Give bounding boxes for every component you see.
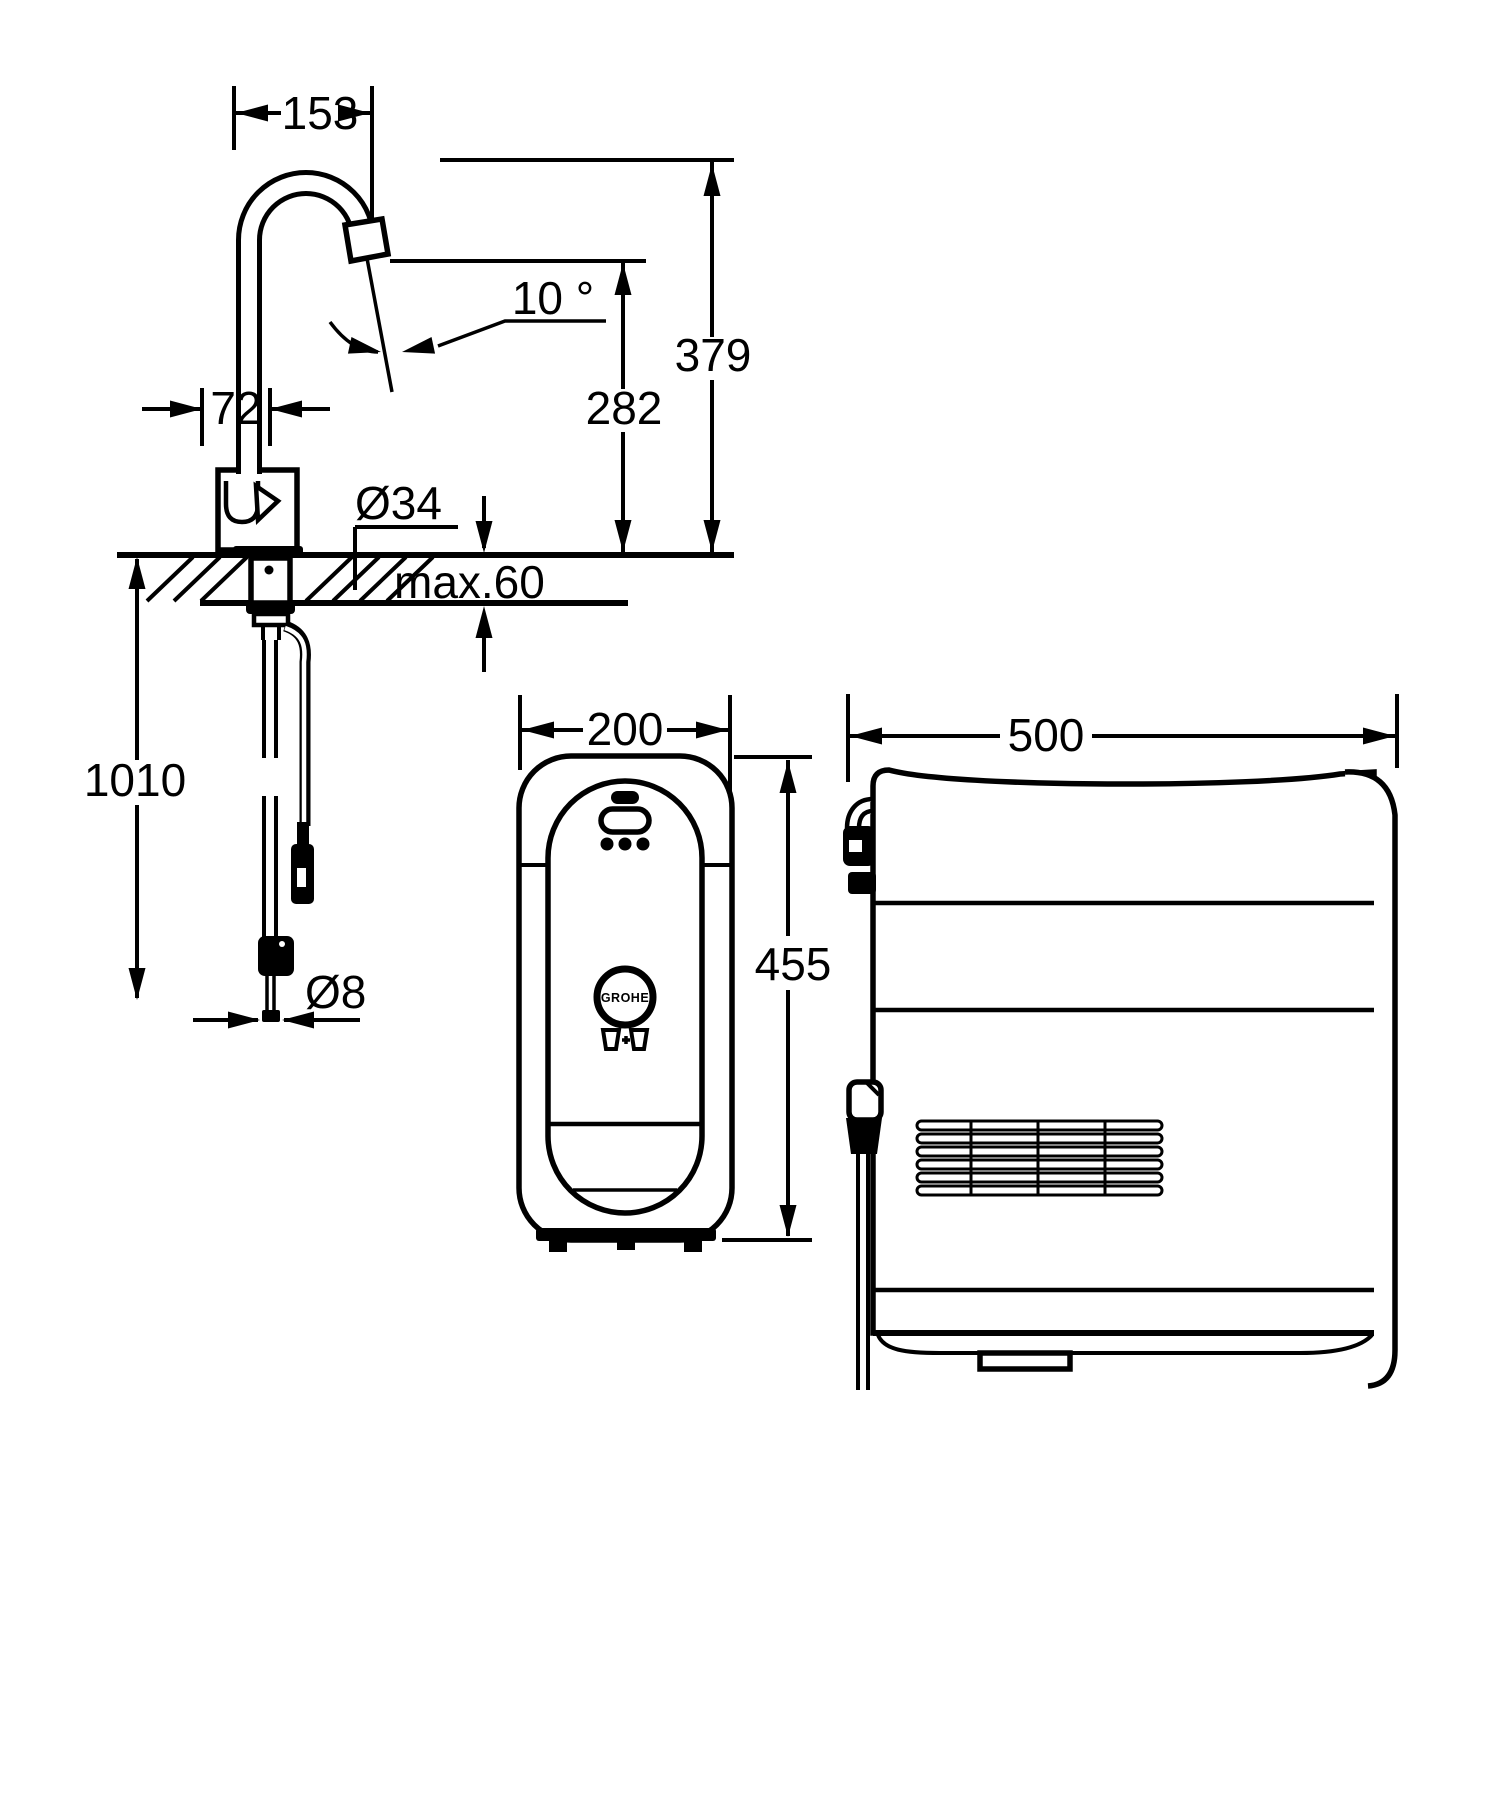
shank-end: [251, 611, 291, 628]
dim-hose-length: 1010: [84, 754, 186, 806]
hose-end-tip: [262, 1010, 280, 1022]
faucet-lever-icon: [223, 481, 261, 525]
dim-spout-reach: 153: [282, 87, 359, 139]
faucet-spout-core: [241, 175, 371, 476]
control-button-icon: [598, 806, 652, 835]
faucet-aerator: [341, 215, 392, 265]
dim-cooler-width: 200: [587, 703, 664, 755]
hose-plug-neck: [297, 822, 309, 848]
front-foot-right: [684, 1241, 702, 1252]
ventilation-grille-icon: [915, 1119, 1164, 1197]
dim-hose-diameter: Ø8: [305, 966, 366, 1018]
dim-cooler-depth: 500: [1008, 709, 1085, 761]
front-foot-left: [549, 1241, 567, 1252]
dim-hole-diameter: Ø34: [355, 477, 442, 529]
shank-screw-icon: [264, 565, 274, 575]
cooler-side-body: [870, 767, 1377, 1336]
carbonation-dots-icon: [600, 837, 650, 851]
countertop-hatching: [145, 555, 435, 603]
cooler-front-view: GROHE: [516, 753, 735, 1252]
status-led-icon: [611, 791, 639, 804]
mounting-nut: [246, 601, 295, 614]
label-halos: [82, 95, 1092, 989]
faucet-lever-tip-icon: [253, 481, 282, 525]
faucet-shank: [248, 555, 293, 606]
faucet-flange: [233, 546, 303, 558]
dim-cooler-height: 455: [755, 938, 832, 990]
side-base-skid: [876, 1333, 1374, 1355]
side-foot: [977, 1350, 1073, 1372]
dim-base-width: 72: [210, 382, 261, 434]
power-plug-icon: [846, 1079, 884, 1390]
hose-fitting: [258, 936, 294, 976]
dimension-labels: 153 10 ° 72 Ø34 max.60 282 379 1010 Ø8 2…: [84, 87, 1085, 1018]
connection-hoses: [258, 620, 314, 1022]
faucet-dimension-view: [215, 170, 392, 1022]
dim-counter-thickness: max.60: [394, 556, 545, 608]
hose-connector-icon: [843, 796, 876, 894]
grohe-logo-text: GROHE: [601, 991, 649, 1005]
dim-outlet-height: 282: [586, 382, 663, 434]
cooler-side-view: [843, 767, 1398, 1390]
side-outer-panel: [1344, 769, 1398, 1389]
grohe-logo-icon: [593, 965, 657, 1029]
front-foot-middle: [617, 1241, 635, 1250]
glasses-icon: [600, 1028, 650, 1051]
front-base-bar: [536, 1228, 716, 1241]
dim-total-height: 379: [675, 329, 752, 381]
dim-swivel-angle: 10 °: [512, 272, 594, 324]
